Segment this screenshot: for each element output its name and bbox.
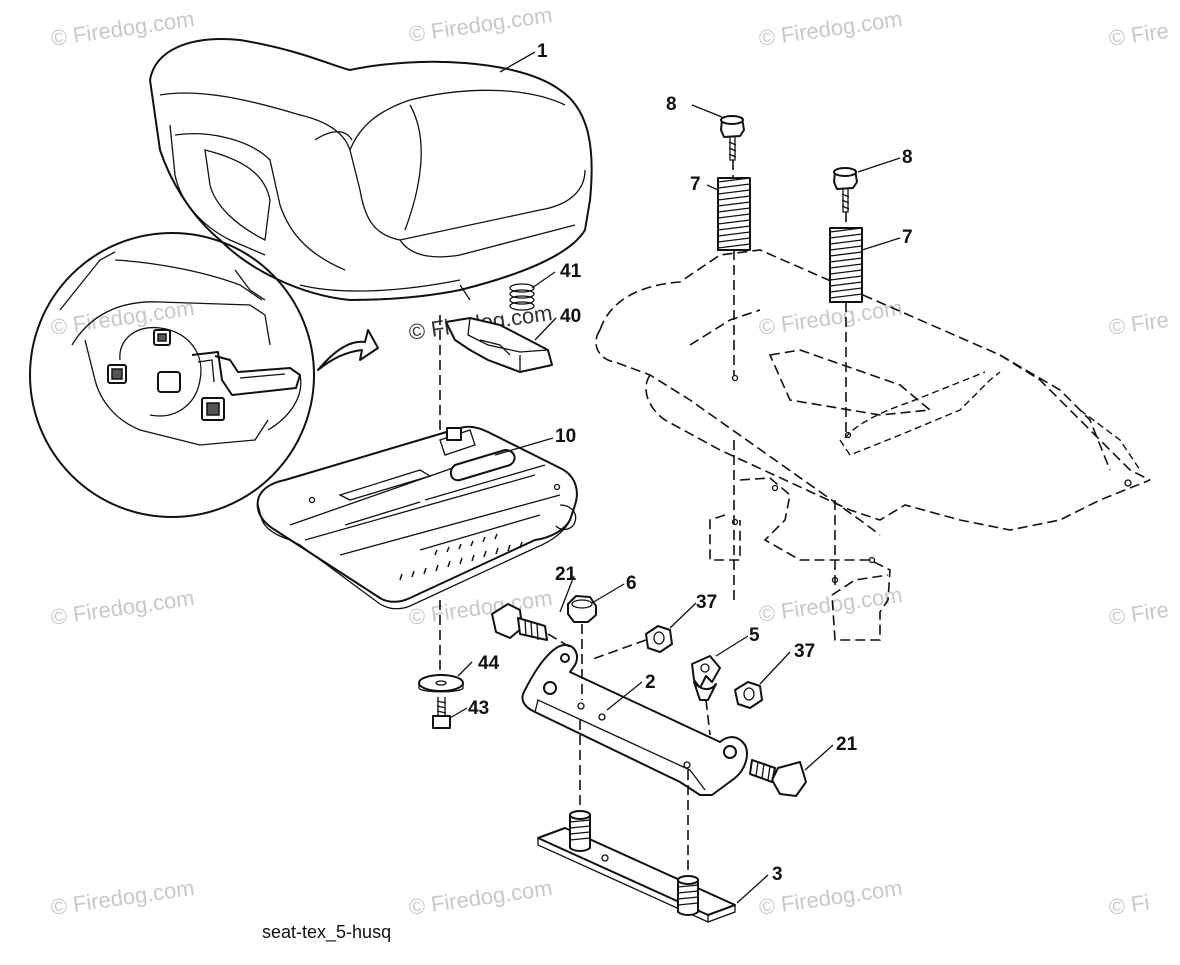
callout-21-left: 21 [555,564,577,585]
callout-8-left: 8 [666,94,677,115]
bolt-8-left [720,115,745,376]
watermark: © Fire [1107,307,1170,340]
callout-7-left: 7 [690,174,701,195]
clip-40 [445,317,553,373]
seat [149,38,593,301]
spring-7-right [829,227,863,303]
callout-6: 6 [626,573,637,594]
callout-44: 44 [478,653,500,674]
watermark: © Firedog.com [757,6,904,51]
watermark: © Fire [1107,18,1170,51]
callout-2: 2 [645,672,656,693]
bolt-21-left [491,603,576,651]
detail-view [29,232,379,518]
seat-pan-10 [256,315,578,610]
leader-lines [449,51,901,904]
washer-44 [418,600,464,693]
diagram-caption: seat-tex_5-husq [262,922,391,943]
watermark: © Firedog.com [407,875,554,920]
bolt-8-right [833,167,858,432]
watermark: © Firedog.com [407,2,554,47]
watermark: © Firedog.com [49,585,196,630]
nut-37-right [734,681,763,709]
nut-37-left [589,625,673,661]
callout-37-right: 37 [794,641,815,662]
watermark: © Firedog.com [757,582,904,627]
watermark: © Firedog.com [49,295,196,340]
callout-43: 43 [468,698,489,719]
knob-5 [691,655,721,736]
callout-21-right: 21 [836,734,858,755]
nut-6 [567,595,597,700]
callout-41: 41 [560,261,582,282]
base-plate-3 [537,720,736,924]
spring-7-left [717,177,751,251]
watermark: © Firedog.com [49,875,196,920]
callout-labels: 1 8 7 8 7 41 40 10 21 6 37 5 37 44 2 43 … [468,41,913,885]
callout-10: 10 [555,426,576,447]
callout-5: 5 [749,625,760,646]
callout-3: 3 [772,864,783,885]
watermark: © Fire [1107,597,1170,630]
callout-7-right: 7 [902,227,913,248]
screw-43 [432,697,451,729]
bolt-21-right [749,759,807,797]
bracket-2 [521,644,748,796]
callout-8-right: 8 [902,147,913,168]
fender-outline [595,249,1151,641]
callout-40: 40 [560,306,581,327]
watermark: © Firedog.com [49,6,196,51]
callout-1: 1 [537,41,548,62]
spring-41 [509,283,535,311]
callout-37-left: 37 [696,592,717,613]
watermark: © Fi [1107,890,1151,920]
